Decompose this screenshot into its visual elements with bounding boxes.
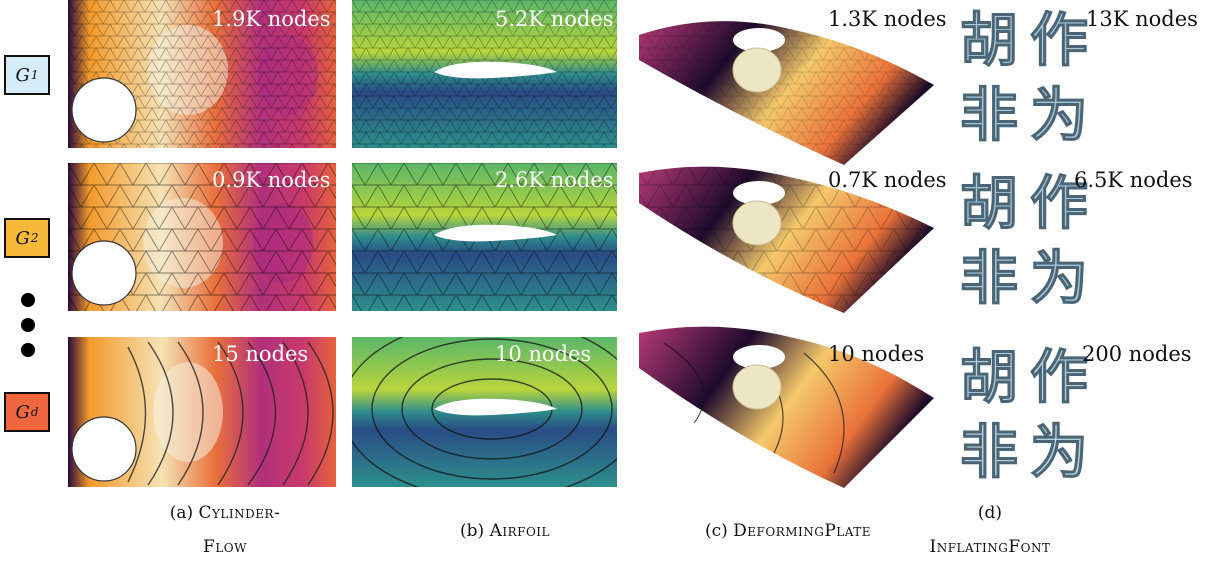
font-glyph: 为 [1030,244,1088,311]
font-panel-mid: 胡 作 非 为 [955,163,1105,311]
caption-label: (b) [460,521,485,541]
node-count-label: 0.9K nodes [212,168,331,192]
node-count-label: 10 nodes [495,342,592,366]
caption-b: (b) Airfoil [445,514,565,548]
level-subscript: 2 [30,231,39,245]
node-count-label: 6.5K nodes [1074,168,1193,192]
font-glyph: 非 [960,244,1018,311]
caption-name: InflatingFont [929,537,1051,557]
cylinder-panel-coarse [68,337,336,487]
caption-a: (a) Cylinder- Flow [160,496,290,564]
node-count-label: 15 nodes [212,342,309,366]
node-count-label: 200 nodes [1082,342,1192,366]
plate-panel-coarse [634,323,944,493]
caption-label: (a) [169,503,194,523]
caption-name: Airfoil [489,521,550,541]
airfoil-panel-coarse [352,337,617,487]
node-count-label: 0.7K nodes [828,168,947,192]
level-label: G [15,401,30,423]
airfoil-panel-fine [352,0,617,148]
node-count-label: 1.9K nodes [212,7,331,31]
level-label: G [15,64,30,86]
caption-label: (d) [977,503,1003,523]
node-count-label: 2.6K nodes [495,168,614,192]
cylinder-panel-mid [68,163,336,311]
airfoil-panel-mid [352,163,617,311]
plate-panel-mid [634,163,944,323]
font-panel-fine: 胡 作 非 为 [955,0,1105,148]
caption-name: Cylinder- [198,503,281,523]
font-glyph: 作 [1030,6,1088,74]
font-glyph: 作 [1030,169,1088,237]
font-glyph: 为 [1030,81,1088,148]
font-glyph: 为 [1030,418,1088,486]
font-glyph: 胡 [960,6,1018,74]
caption-d: (d) InflatingFont [920,496,1060,564]
ellipsis-dot [21,318,35,332]
caption-name: DeformingPlate [733,521,872,541]
level-subscript: 1 [30,68,39,82]
plate-panel-fine [634,0,944,165]
cylinder-panel-fine [68,0,336,148]
ellipsis-dot [21,343,35,357]
caption-c: (c) DeformingPlate [678,514,898,548]
caption-name-cont: Flow [203,537,247,557]
font-glyph: 胡 [960,169,1018,237]
node-count-label: 13K nodes [1086,7,1198,31]
font-glyph: 非 [960,81,1018,148]
node-count-label: 1.3K nodes [828,7,947,31]
level-label: G [15,227,30,249]
font-panel-coarse: 胡 作 非 为 [955,337,1105,487]
node-count-label: 5.2K nodes [495,7,614,31]
level-subscript: d [30,405,39,419]
font-glyph: 非 [960,418,1018,486]
font-glyph: 胡 [960,343,1018,411]
ellipsis-dot [21,293,35,307]
caption-label: (c) [704,521,728,541]
font-glyph: 作 [1030,343,1088,411]
node-count-label: 10 nodes [828,342,925,366]
